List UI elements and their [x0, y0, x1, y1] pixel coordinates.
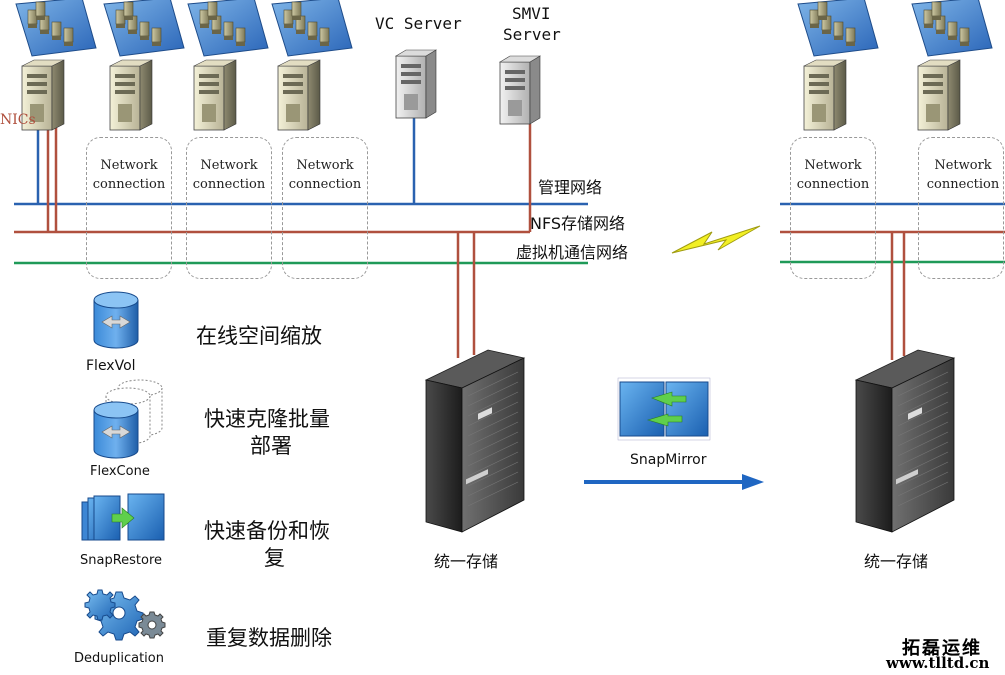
- feature-name-snaprestore: SnapRestore: [80, 553, 163, 568]
- feature-name-flexvol: FlexVol: [86, 358, 136, 374]
- nic-uplinks: [36, 126, 58, 232]
- remote-esx-host-1: [797, 0, 879, 131]
- vm-network-label: 虚拟机通信网络: [516, 243, 629, 262]
- watermark-line1: 拓磊运维: [902, 638, 982, 659]
- watermark-line2: www.tlltd.cn: [886, 654, 990, 672]
- esx-host-3: [187, 0, 269, 131]
- smvi-server-label-line1: SMVI: [512, 4, 551, 23]
- wan-link-bolt: [671, 225, 761, 254]
- snapmirror-icon: [617, 377, 711, 441]
- snaprestore-icon: [81, 493, 165, 541]
- feature-desc-snaprestore-line1: 快速备份和恢: [204, 519, 330, 543]
- vc-server-icon: [395, 49, 437, 119]
- feature-desc-deduplication: 重复数据删除: [206, 626, 332, 650]
- esx-host-4: [271, 0, 353, 131]
- unified-storage-right: [855, 349, 955, 533]
- feature-desc-flexclone-line2: 部署: [250, 434, 292, 458]
- storage-label-right: 统一存储: [864, 552, 929, 571]
- nfs-network-label: NFS存储网络: [530, 214, 626, 233]
- remote-esx-host-2: [911, 0, 993, 131]
- snapmirror-arrow: [584, 474, 764, 490]
- feature-name-flexclone: FlexCone: [90, 464, 150, 479]
- nics-label: NICs: [0, 112, 36, 128]
- network-connection-box-2: [186, 137, 272, 279]
- unified-storage-left: [425, 349, 525, 533]
- feature-desc-snaprestore-line2: 复: [264, 546, 285, 570]
- flexclone-icon: [93, 379, 163, 459]
- storage-uplinks: [456, 232, 906, 360]
- network-connection-box-4: [790, 137, 876, 279]
- management-network-label: 管理网络: [538, 178, 603, 197]
- smvi-server-label-line2: Server: [503, 25, 561, 44]
- esx-host-1: [15, 0, 97, 131]
- storage-label-left: 统一存储: [434, 552, 499, 571]
- esx-host-2: [103, 0, 185, 131]
- feature-name-deduplication: Deduplication: [74, 651, 164, 666]
- feature-desc-flexclone-line1: 快速克隆批量: [204, 407, 330, 431]
- flexvol-icon: [93, 291, 139, 349]
- vc-server-label: VC Server: [375, 14, 462, 33]
- network-connection-box-5: [918, 137, 1004, 279]
- smvi-server-icon: [499, 55, 541, 125]
- snapmirror-label: SnapMirror: [630, 452, 707, 468]
- network-connection-box-3: [282, 137, 368, 279]
- feature-desc-flexvol: 在线空间缩放: [196, 324, 322, 348]
- network-connection-box-1: [86, 137, 172, 279]
- deduplication-icon: [84, 589, 166, 641]
